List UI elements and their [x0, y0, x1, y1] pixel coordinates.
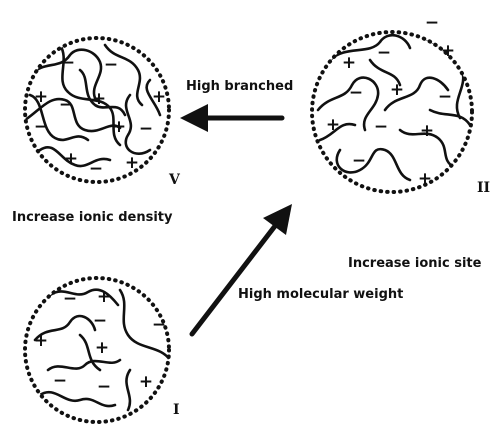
state-label-ii: II	[477, 180, 490, 196]
label-increase-ionic-density: Increase ionic density	[12, 210, 172, 225]
charge-negative-v1: −	[61, 53, 75, 73]
charge-negative-i5: −	[97, 377, 111, 397]
state-v-circle: − − + − + + − + − + − +	[25, 38, 169, 182]
charge-positive-ii5: +	[420, 121, 434, 141]
label-increase-ionic-site: Increase ionic site	[348, 256, 481, 271]
charge-positive-ii1: +	[342, 53, 356, 73]
charge-positive-i2: +	[34, 331, 48, 351]
charge-negative-i3: −	[93, 311, 107, 331]
charge-negative-v5: −	[139, 119, 153, 139]
charge-positive-v6: +	[125, 153, 139, 173]
charge-positive-ii2: +	[441, 41, 455, 61]
charge-negative-v3: −	[59, 95, 73, 115]
charge-negative-v4: −	[34, 117, 48, 137]
state-ii-circle: − + − + − + − + − + − +	[312, 13, 472, 192]
charge-negative-ii3: −	[349, 83, 363, 103]
charge-positive-v2: +	[92, 89, 106, 109]
charge-positive-i4: +	[139, 372, 153, 392]
arrow-high-molecular-weight	[192, 204, 292, 334]
label-high-molecular-weight: High molecular weight	[238, 287, 403, 302]
charge-negative-i2: −	[152, 315, 166, 335]
state-i-circle: − + − + − + − − +	[25, 278, 170, 422]
charge-negative-v2: −	[104, 55, 118, 75]
label-high-branched: High branched	[186, 79, 293, 94]
charge-negative-ii5: −	[374, 117, 388, 137]
charge-positive-i1: +	[97, 287, 111, 307]
charge-negative-ii4: −	[438, 87, 452, 107]
charge-negative-i1: −	[63, 289, 77, 309]
charge-positive-ii6: +	[418, 169, 432, 189]
charge-positive-ii4: +	[326, 115, 340, 135]
charge-positive-v4: +	[112, 117, 126, 137]
charge-negative-i4: −	[53, 371, 67, 391]
charge-negative-v6: −	[89, 159, 103, 179]
charge-positive-i3: +	[95, 338, 109, 358]
charge-positive-v5: +	[64, 149, 78, 169]
charge-positive-v3: +	[152, 87, 166, 107]
charge-positive-v1: +	[34, 87, 48, 107]
charge-negative-ii6: −	[352, 151, 366, 171]
state-label-i: I	[173, 402, 180, 418]
charge-negative-ii2: −	[377, 43, 391, 63]
charge-negative-ii1: −	[425, 13, 439, 33]
arrow-high-branched	[180, 104, 282, 132]
state-label-v: V	[169, 172, 180, 188]
charge-positive-ii3: +	[390, 80, 404, 100]
